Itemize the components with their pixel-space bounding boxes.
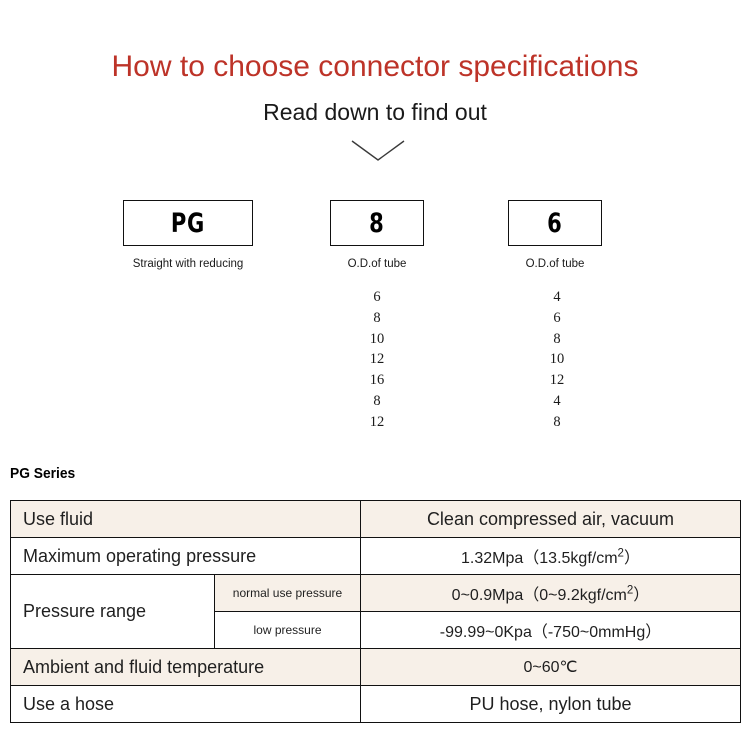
page-title: How to choose connector specifications — [111, 50, 639, 83]
code-box-series-caption: Straight with reducing — [132, 258, 244, 270]
table-row: Use fluid Clean compressed air, vacuum — [10, 500, 741, 538]
list-item: 10 — [549, 351, 565, 368]
code-box-od-outlet-value: 6 — [547, 207, 563, 239]
list-item: 8 — [373, 392, 381, 409]
table-row: Maximum operating pressure 1.32Mpa（13.5k… — [10, 537, 741, 575]
list-item: 6 — [373, 289, 381, 305]
list-item: 12 — [549, 372, 565, 389]
od-option-list-left: 6 8 10 12 16 8 12 — [347, 287, 407, 433]
spec-sublabel-normal-use-pressure: normal use pressure — [214, 574, 361, 612]
list-item: 6 — [553, 309, 561, 326]
list-item: 8 — [553, 330, 561, 347]
code-box-od-inlet-value: 8 — [369, 207, 385, 239]
table-row: Pressure range normal use pressure 0~0.9… — [10, 574, 741, 649]
spec-value-temperature: 0~60℃ — [360, 648, 741, 686]
page-subtitle: Read down to find out — [263, 99, 487, 125]
code-box-series: PG — [123, 200, 253, 246]
spec-value-max-pressure: 1.32Mpa（13.5kgf/cm2） — [360, 537, 741, 575]
list-item: 4 — [553, 392, 561, 409]
list-item: 16 — [369, 372, 385, 389]
spec-table: Use fluid Clean compressed air, vacuum M… — [10, 500, 741, 723]
od-option-list-right: 4 6 8 10 12 4 8 — [527, 287, 587, 433]
spec-label-use-fluid: Use fluid — [10, 500, 361, 538]
list-item: 12 — [369, 351, 385, 368]
spec-value-use-fluid: Clean compressed air, vacuum — [360, 500, 741, 538]
list-item: 8 — [373, 309, 381, 326]
table-row: Use a hose PU hose, nylon tube — [10, 685, 741, 723]
table-row: Ambient and fluid temperature 0~60℃ — [10, 648, 741, 686]
spec-label-use-a-hose: Use a hose — [10, 685, 361, 723]
spec-value-low-pressure: -99.99~0Kpa（-750~0mmHg） — [360, 611, 741, 649]
code-box-od-outlet: 6 — [508, 200, 602, 246]
chevron-down-icon — [350, 138, 406, 164]
spec-label-temperature: Ambient and fluid temperature — [10, 648, 361, 686]
list-item: 4 — [553, 289, 561, 305]
code-box-od-inlet-caption: O.D.of tube — [347, 258, 407, 270]
spec-sublabel-low-pressure: low pressure — [214, 611, 361, 649]
list-item: 10 — [369, 330, 385, 347]
spec-value-use-a-hose: PU hose, nylon tube — [360, 685, 741, 723]
code-box-series-value: PG — [170, 207, 206, 239]
spec-label-pressure-range: Pressure range — [10, 574, 215, 649]
spec-value-normal-use-pressure: 0~0.9Mpa（0~9.2kgf/cm2） — [360, 574, 741, 612]
code-box-od-outlet-caption: O.D.of tube — [525, 258, 585, 270]
spec-label-max-pressure: Maximum operating pressure — [10, 537, 361, 575]
code-box-od-inlet: 8 — [330, 200, 424, 246]
spec-table-heading: PG Series — [10, 465, 76, 482]
table-row: low pressure -99.99~0Kpa（-750~0mmHg） — [11, 611, 741, 649]
list-item: 8 — [553, 413, 561, 430]
list-item: 12 — [369, 413, 385, 430]
